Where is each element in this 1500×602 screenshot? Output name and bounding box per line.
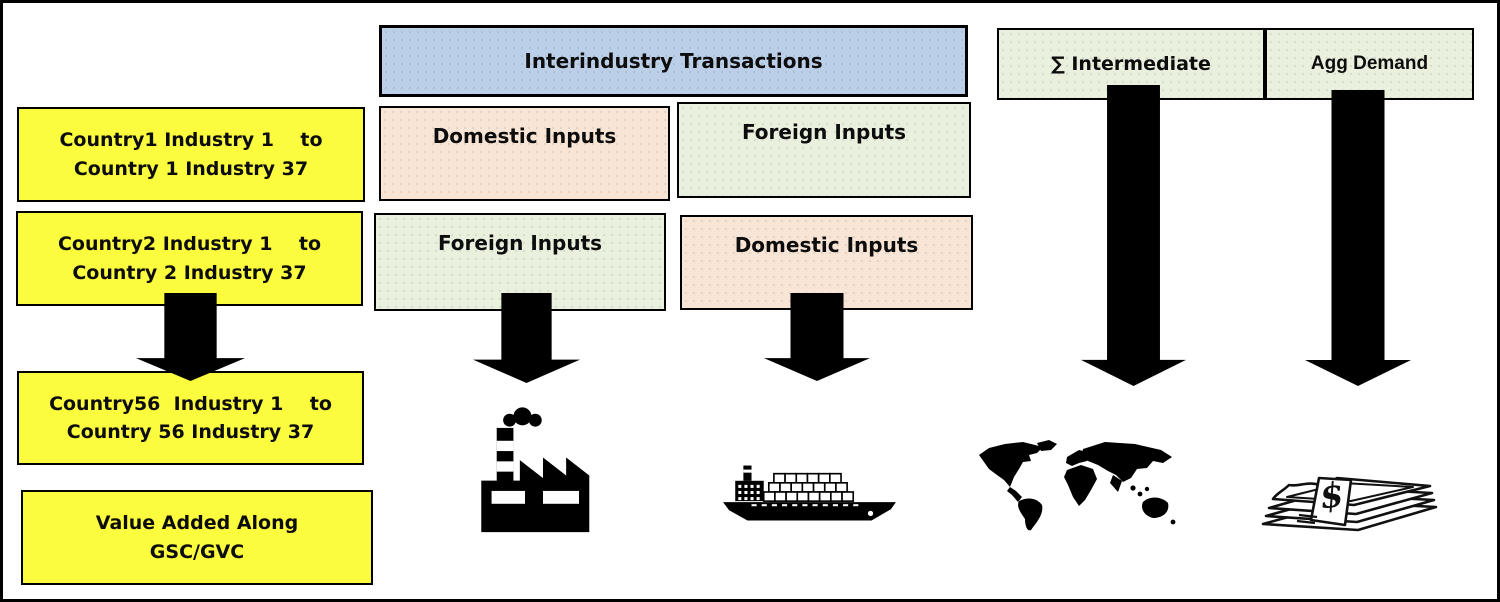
foreign-inputs-box-row1: Foreign Inputs xyxy=(677,102,971,198)
interindustry-transactions-label: Interindustry Transactions xyxy=(524,49,823,73)
agg-demand-label: Agg Demand xyxy=(1310,53,1429,74)
value-added-label: Value Added Along GSC/GVC xyxy=(95,512,299,563)
domestic-inputs-box-row1: Domestic Inputs xyxy=(379,106,670,201)
country2-range-label: Country2 Industry 1 to Country 2 Industr… xyxy=(57,233,322,284)
value-added-box: Value Added Along GSC/GVC xyxy=(21,490,373,585)
foreign-inputs-label-row2: Foreign Inputs xyxy=(437,231,603,255)
interindustry-transactions-header: Interindustry Transactions xyxy=(379,25,968,97)
money-stack-icon: $ xyxy=(1253,445,1443,540)
dollar-sign: $ xyxy=(1317,475,1345,518)
down-arrow-country-ellipsis xyxy=(136,293,245,381)
country1-range-box: Country1 Industry 1 to Country 1 Industr… xyxy=(17,107,365,202)
sum-intermediate-label: ∑ Intermediate xyxy=(1051,53,1211,75)
country56-range-box: Country56 Industry 1 to Country 56 Indus… xyxy=(17,371,364,465)
down-arrow-to-money xyxy=(1305,90,1411,386)
cargo-ship-icon xyxy=(721,458,899,528)
down-arrow-to-world-map xyxy=(1081,85,1186,386)
foreign-inputs-label-row1: Foreign Inputs xyxy=(741,120,907,144)
world-map-icon xyxy=(973,435,1187,535)
domestic-inputs-label-row2: Domestic Inputs xyxy=(734,233,919,257)
country1-range-label: Country1 Industry 1 to Country 1 Industr… xyxy=(59,129,323,180)
country56-range-label: Country56 Industry 1 to Country 56 Indus… xyxy=(49,392,332,444)
factory-icon xyxy=(471,401,606,541)
agg-demand-box: Agg Demand xyxy=(1265,28,1474,100)
foreign-inputs-box-row2: Foreign Inputs xyxy=(374,213,666,311)
country2-range-box: Country2 Industry 1 to Country 2 Industr… xyxy=(16,211,363,306)
domestic-inputs-label-row1: Domestic Inputs xyxy=(432,124,617,148)
